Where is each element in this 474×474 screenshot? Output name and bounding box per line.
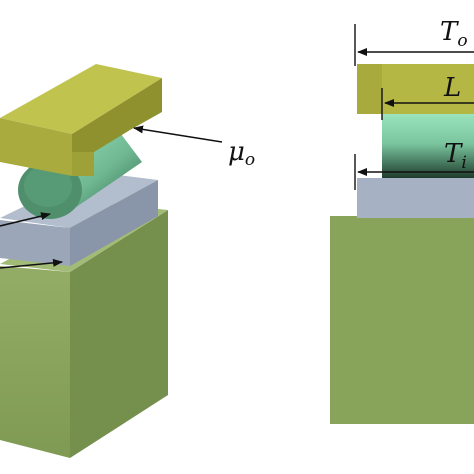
side-housing-block bbox=[330, 216, 474, 424]
ti-label: Ti bbox=[444, 139, 467, 173]
housing-side-face bbox=[70, 210, 168, 458]
right-side-view: To L Ti bbox=[330, 17, 474, 424]
to-subscript: o bbox=[457, 31, 467, 51]
side-inner-ring bbox=[357, 178, 474, 218]
outer-ring-front-face bbox=[0, 118, 72, 176]
left-assembly: μo bbox=[0, 64, 255, 458]
outer-ring-lip bbox=[72, 152, 94, 176]
outer-ring-top-face bbox=[0, 64, 162, 134]
mu-o-subscript: o bbox=[245, 150, 255, 170]
housing-front-face bbox=[0, 266, 70, 458]
mu-o-pointer-arrow bbox=[133, 125, 223, 143]
side-roller bbox=[382, 102, 474, 178]
inner-ring-side-face bbox=[70, 180, 158, 266]
inner-contact-pointer-arrow bbox=[0, 212, 51, 227]
outer-ring-cap bbox=[0, 64, 162, 176]
mu-o-label: μo bbox=[228, 137, 255, 170]
housing-contact-pointer-arrow bbox=[0, 258, 63, 269]
inner-ring-front-face bbox=[0, 220, 70, 266]
ti-subscript: i bbox=[461, 153, 466, 173]
outer-ring-side-face bbox=[72, 78, 162, 176]
to-label: To bbox=[440, 17, 468, 51]
l-label: L bbox=[443, 73, 461, 103]
